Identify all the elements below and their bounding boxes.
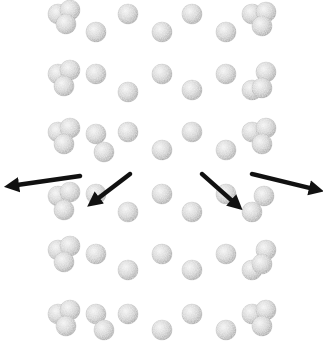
atom-sphere [182, 4, 202, 24]
atom-row [48, 118, 276, 162]
atom-spheres [48, 0, 276, 340]
atom-sphere [54, 252, 74, 272]
atom-sphere [94, 142, 114, 162]
atom-sphere [152, 22, 172, 42]
atom-sphere [118, 82, 138, 102]
atom-sphere [152, 64, 172, 84]
atom-sphere [216, 22, 236, 42]
atom-sphere [182, 80, 202, 100]
atom-sphere [118, 122, 138, 142]
atom-sphere [152, 320, 172, 340]
atom-row [48, 300, 276, 340]
atom-sphere [86, 64, 106, 84]
atom-sphere [252, 16, 272, 36]
atom-sphere [216, 64, 236, 84]
atom-sphere [54, 200, 74, 220]
atom-sphere [252, 134, 272, 154]
atom-row [48, 0, 276, 42]
atom-row [48, 236, 276, 280]
atom-sphere [118, 4, 138, 24]
atom-sphere [86, 22, 106, 42]
atom-sphere [54, 134, 74, 154]
atom-sphere [56, 14, 76, 34]
atom-sphere [252, 316, 272, 336]
atom-sphere [118, 260, 138, 280]
atom-sphere [182, 260, 202, 280]
atom-sphere [54, 76, 74, 96]
atom-sphere [182, 304, 202, 324]
atom-sphere [56, 316, 76, 336]
atom-sphere [86, 244, 106, 264]
atom-sphere [152, 244, 172, 264]
atom-sphere [216, 244, 236, 264]
atom-sphere [60, 182, 80, 202]
atom-row [48, 182, 274, 222]
atom-sphere [182, 122, 202, 142]
atom-sphere [216, 140, 236, 160]
atom-sphere [152, 184, 172, 204]
atom-sphere [252, 78, 272, 98]
atom-sphere [182, 202, 202, 222]
atom-sphere [86, 124, 106, 144]
atom-sphere [252, 254, 272, 274]
atom-sphere [118, 202, 138, 222]
atom-sphere [118, 304, 138, 324]
atom-row [48, 60, 276, 102]
atom-sphere [254, 186, 274, 206]
atom-sphere [216, 320, 236, 340]
atom-sphere [152, 140, 172, 160]
atom-sphere [94, 320, 114, 340]
